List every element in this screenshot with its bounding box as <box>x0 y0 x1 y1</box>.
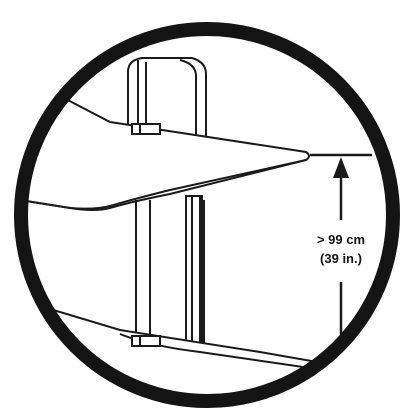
circular-frame <box>14 22 400 408</box>
upper-shelf <box>27 76 310 211</box>
measurement-label-imperial: (39 in.) <box>320 251 362 266</box>
measurement-label-metric: > 99 cm <box>317 232 365 247</box>
dimension-arrowhead-icon <box>333 157 349 178</box>
